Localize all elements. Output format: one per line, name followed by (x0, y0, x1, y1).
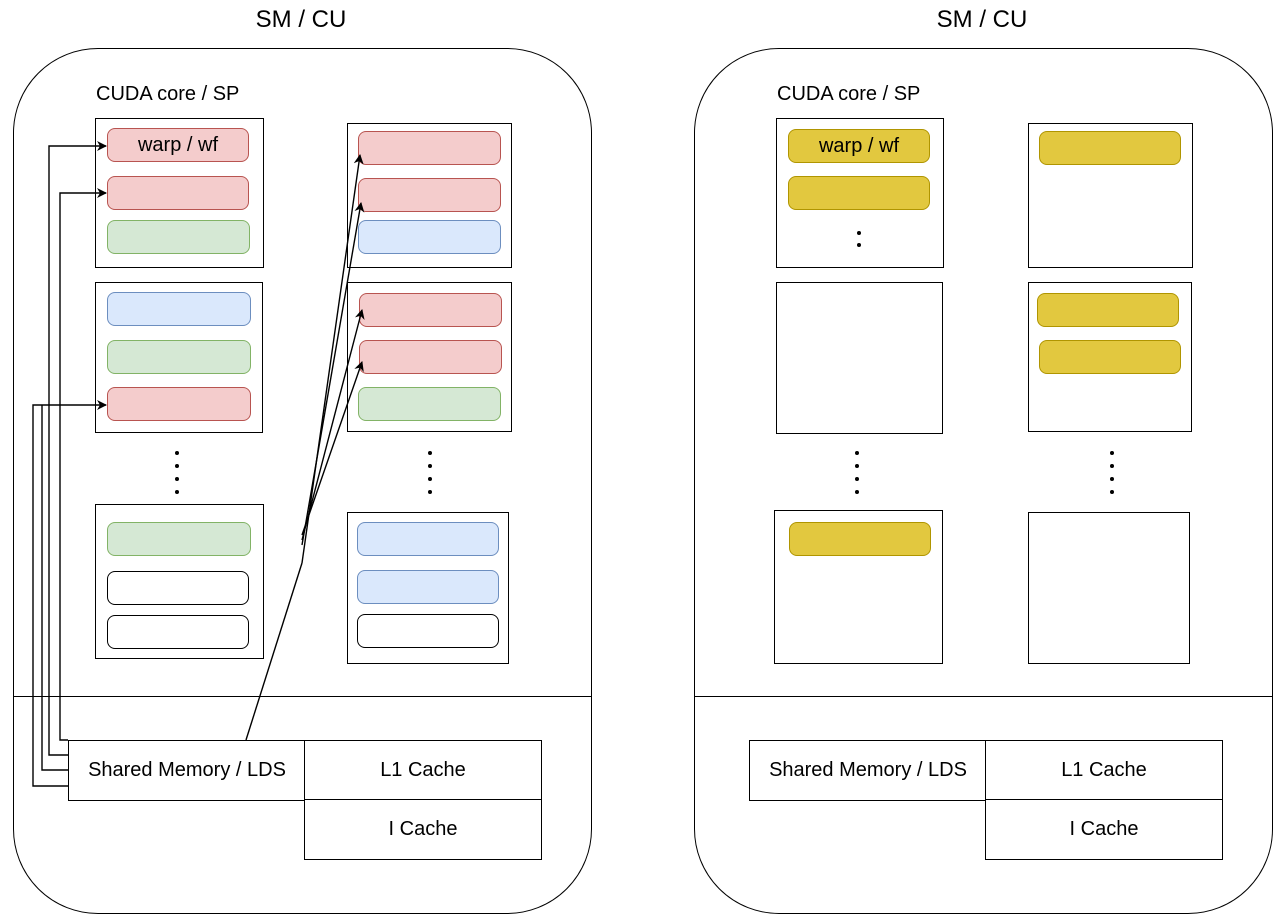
warp-yellow (1039, 340, 1181, 374)
warp-red: warp / wf (107, 128, 249, 162)
right-i-cache: I Cache (985, 799, 1223, 860)
right-vdots-col1 (850, 448, 864, 507)
left-vdots-col2 (423, 448, 437, 507)
warp-green (358, 387, 501, 421)
warp-red (359, 293, 502, 327)
warp-green (107, 340, 251, 374)
warp-empty (357, 614, 499, 648)
warp-empty (107, 571, 249, 605)
left-i-cache: I Cache (304, 799, 542, 860)
warp-green (107, 220, 250, 254)
warp-blue (357, 522, 499, 556)
warp-green (107, 522, 251, 556)
warp-yellow (1037, 293, 1179, 327)
left-vdots-col1 (170, 448, 184, 507)
warp-empty (107, 615, 249, 649)
right-core-6 (1028, 512, 1190, 664)
right-l1-cache: L1 Cache (985, 740, 1223, 801)
warp-blue (107, 292, 251, 326)
right-shared-memory: Shared Memory / LDS (749, 740, 987, 801)
warp-yellow (788, 176, 930, 210)
warp-blue (357, 570, 499, 604)
right-sm-divider (694, 696, 1273, 697)
left-shared-memory: Shared Memory / LDS (68, 740, 306, 801)
warp-yellow (1039, 131, 1181, 165)
left-l1-cache: L1 Cache (304, 740, 542, 801)
right-core-dots (852, 228, 866, 255)
warp-yellow (789, 522, 931, 556)
warp-red (107, 387, 251, 421)
warp-red (107, 176, 249, 210)
warp-red (358, 178, 501, 212)
warp-red (358, 131, 501, 165)
left-sm-title: SM / CU (255, 6, 347, 33)
right-core-2 (776, 282, 943, 434)
right-sm-title: SM / CU (936, 6, 1028, 33)
warp-red (359, 340, 502, 374)
warp-yellow: warp / wf (788, 129, 930, 163)
warp-blue (358, 220, 501, 254)
left-core-label: CUDA core / SP (96, 83, 240, 105)
left-sm-divider (13, 696, 592, 697)
right-core-label: CUDA core / SP (777, 83, 921, 105)
right-vdots-col2 (1105, 448, 1119, 507)
